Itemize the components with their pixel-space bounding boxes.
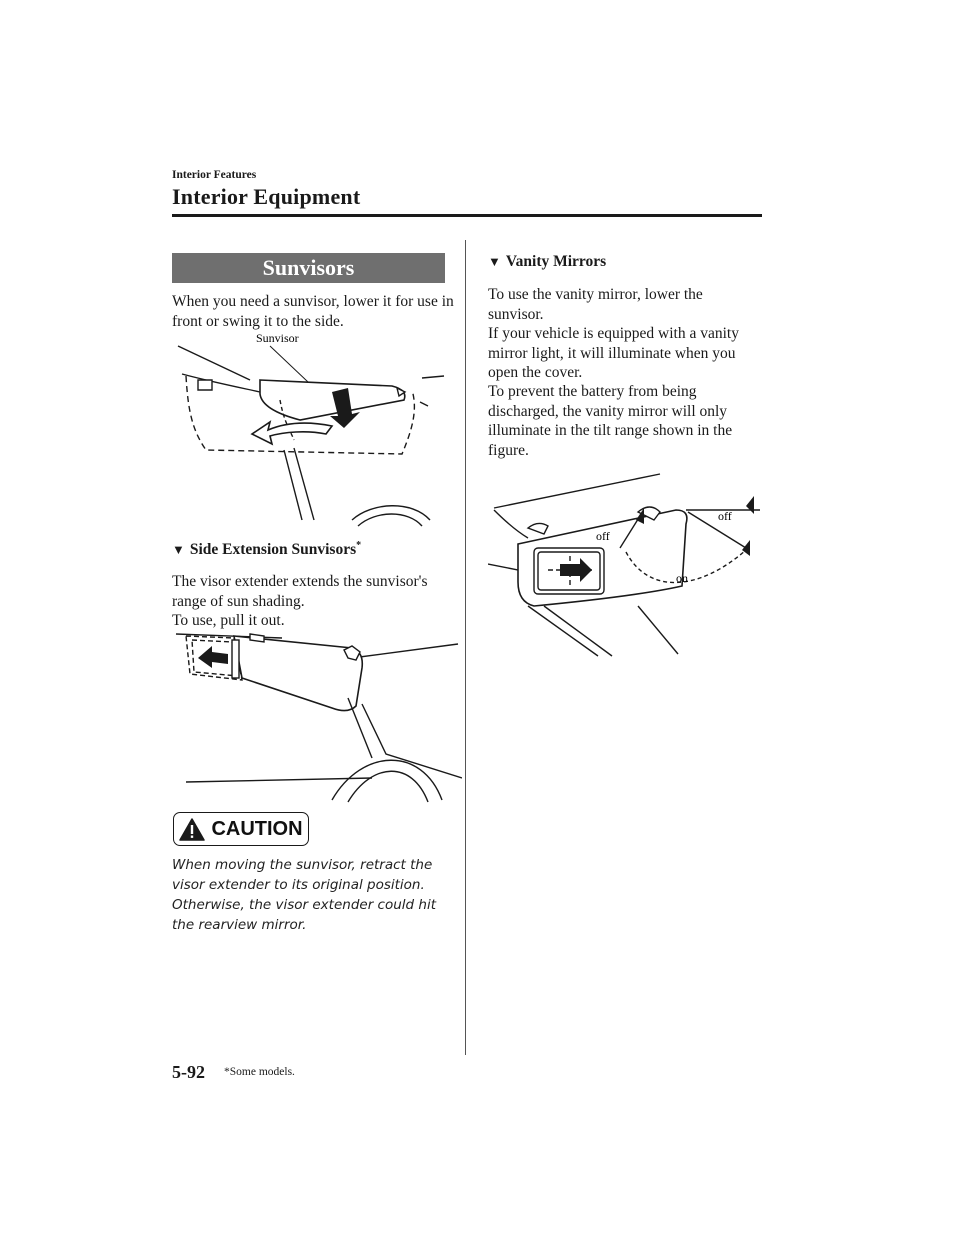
triangle-bullet-icon: ▼ bbox=[488, 254, 501, 269]
sunvisor-intro-text: When you need a sunvisor, lower it for u… bbox=[172, 293, 454, 330]
title-rule bbox=[172, 214, 762, 217]
vanity-mirror-tilt-figure: off off on bbox=[488, 473, 760, 657]
column-divider bbox=[465, 240, 466, 1055]
warning-triangle-icon bbox=[179, 817, 206, 841]
side-extension-text: The visor extender extends the sunvisor'… bbox=[172, 573, 428, 610]
footnote: *Some models. bbox=[224, 1066, 295, 1078]
label-off-right: off bbox=[718, 509, 732, 523]
caution-text: When moving the sunvisor, retract the vi… bbox=[172, 857, 436, 933]
sunvisor-swing-figure: Sunvisor bbox=[177, 331, 445, 527]
page-number: 5-92 bbox=[172, 1062, 205, 1082]
side-extension-heading: ▼Side Extension Sunvisors* bbox=[172, 540, 362, 559]
figure1-sunvisor-label: Sunvisor bbox=[256, 331, 299, 345]
triangle-bullet-icon: ▼ bbox=[172, 542, 185, 558]
sunvisors-banner: Sunvisors bbox=[172, 253, 445, 283]
side-extension-text-2: To use, pull it out. bbox=[172, 612, 285, 629]
vanity-text-1: To use the vanity mirror, lower the sunv… bbox=[488, 286, 703, 323]
caution-badge: CAUTION bbox=[173, 812, 309, 846]
page-title: Interior Equipment bbox=[172, 184, 361, 209]
vanity-text-3: To prevent the battery from being discha… bbox=[488, 383, 733, 459]
label-off-left: off bbox=[596, 529, 610, 543]
label-on: on bbox=[676, 571, 688, 585]
vanity-text-2: If your vehicle is equipped with a vanit… bbox=[488, 325, 739, 381]
vanity-mirrors-heading: ▼Vanity Mirrors bbox=[488, 253, 607, 270]
section-label: Interior Features bbox=[172, 169, 257, 181]
visor-extender-figure bbox=[175, 633, 462, 803]
